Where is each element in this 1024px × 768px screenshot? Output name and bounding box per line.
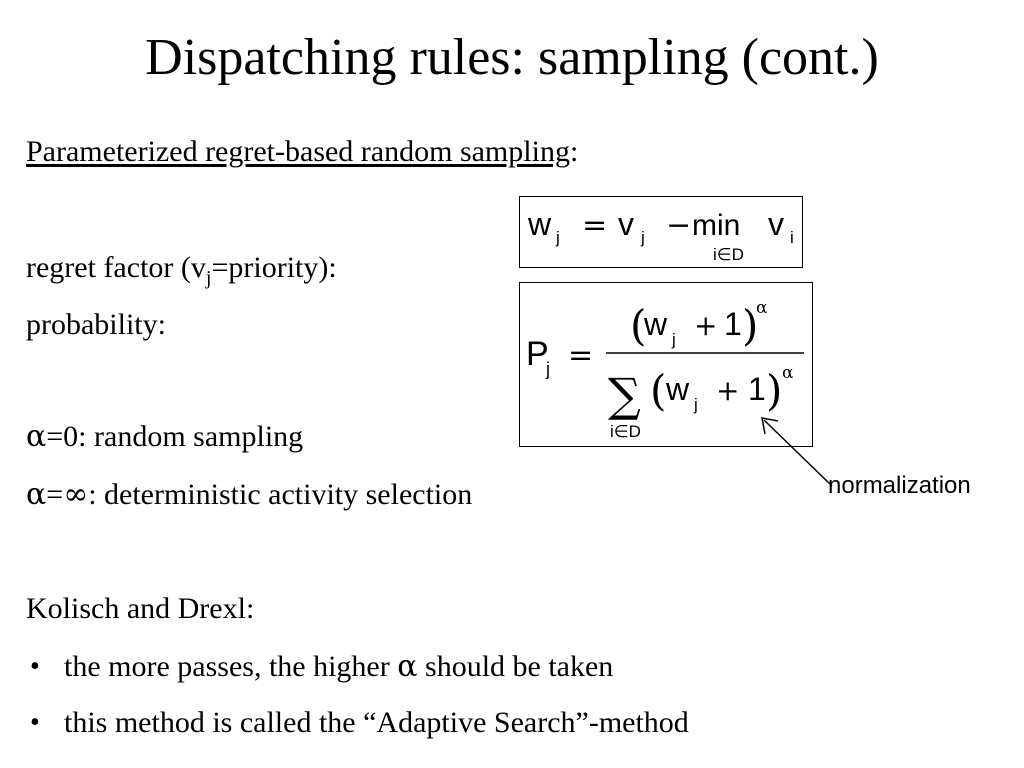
numerator-alpha-exponent: α — [756, 298, 768, 318]
bullet-marker-1: • — [30, 651, 40, 682]
formula-vi: v — [768, 206, 784, 242]
bullet-1-text-end: should be taken — [417, 650, 614, 683]
denominator-one: 1 — [748, 371, 766, 407]
alpha-symbol: α — [26, 419, 47, 454]
probability-formula-box: P j = ( w j + 1 ) α ∑ i∈D ( w j + 1 ) α — [519, 282, 813, 447]
equals-sign: = — [46, 478, 64, 511]
regret-factor-subscript: j — [205, 267, 212, 289]
sum-symbol: ∑ — [608, 368, 641, 422]
numerator-w: w — [643, 306, 668, 342]
formula-v-subscript: j — [640, 228, 645, 247]
bullet-1-text-start: the more passes, the higher — [64, 650, 398, 683]
formula-w-subscript: j — [555, 228, 560, 247]
section-heading: Parameterized regret-based random sampli… — [26, 135, 578, 169]
alpha-zero-text: =0: random sampling — [46, 420, 304, 453]
heading-colon: : — [569, 135, 579, 168]
formula-equals: = — [568, 338, 593, 373]
denominator-w: w — [665, 371, 690, 407]
slide-title: Dispatching rules: sampling (cont.) — [145, 29, 879, 86]
formula-P: P — [526, 335, 549, 373]
numerator-right-paren: ) — [742, 301, 758, 350]
infinity-symbol: ∞ — [63, 477, 89, 512]
regret-factor-label: regret factor (vj=priority): — [26, 251, 337, 295]
alpha-infinity-line: α=∞: deterministic activity selection — [26, 478, 472, 512]
numerator-left-paren: ( — [630, 301, 646, 350]
regret-factor-prefix: regret factor (v — [26, 251, 206, 284]
numerator-one: 1 — [724, 306, 742, 342]
alpha-symbol: α — [26, 477, 47, 512]
bullet-marker-2: • — [30, 707, 40, 738]
bullet-item-2: this method is called the “Adaptive Sear… — [64, 706, 689, 739]
regret-formula: w j = v j − min i∈D v i — [527, 206, 794, 264]
denominator-w-subscript: j — [693, 395, 698, 414]
formula-minus: − — [666, 208, 691, 243]
formula-min-subscript-set: i∈D — [713, 245, 744, 264]
numerator-w-subscript: j — [671, 330, 676, 349]
normalization-annotation: normalization — [828, 472, 971, 499]
sum-subscript-set: i∈D — [610, 422, 641, 441]
alpha-symbol: α — [397, 649, 418, 684]
formula-vi-subscript: i — [790, 228, 794, 247]
probability-label: probability: — [26, 308, 166, 341]
bullet-item-1: the more passes, the higher α should be … — [64, 650, 613, 684]
heading-underlined-text: Parameterized regret-based random sampli… — [26, 135, 570, 168]
formula-v: v — [618, 206, 634, 242]
denominator-right-paren: ) — [766, 366, 782, 415]
probability-formula: P j = ( w j + 1 ) α ∑ i∈D ( w j + 1 ) α — [526, 298, 804, 441]
denominator-left-paren: ( — [650, 366, 666, 415]
formula-P-subscript: j — [545, 359, 550, 379]
regret-formula-box: w j = v j − min i∈D v i — [519, 196, 803, 268]
formula-w: w — [527, 206, 552, 242]
denominator-plus: + — [716, 374, 739, 407]
formula-min: min — [692, 209, 740, 242]
numerator-plus: + — [694, 309, 717, 342]
regret-factor-suffix: =priority): — [211, 251, 337, 284]
annotation-arrow — [761, 417, 833, 487]
formula-equals: = — [582, 208, 607, 243]
kolisch-drexl-label: Kolisch and Drexl: — [26, 592, 255, 625]
denominator-alpha-exponent: α — [782, 363, 794, 383]
alpha-zero-line: α=0: random sampling — [26, 420, 303, 454]
alpha-infinity-text: : deterministic activity selection — [88, 478, 473, 511]
